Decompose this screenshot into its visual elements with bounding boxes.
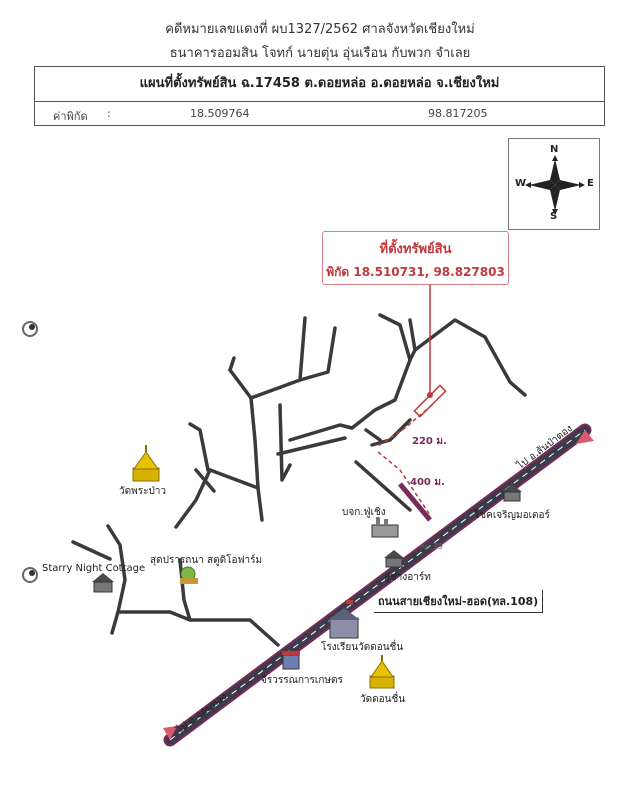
location-swirl-icon-lower bbox=[22, 567, 38, 583]
distance-label-220: 220 ม. bbox=[412, 436, 447, 447]
callout-title: ที่ตั้งทรัพย์สิน bbox=[379, 242, 452, 257]
callout-coords: พิกัด 18.510731, 98.827803 bbox=[326, 265, 505, 279]
info-box: แผนที่ตั้งทรัพย์สิน ฉ.17458 ต.ดอยหล่อ อ.… bbox=[34, 66, 605, 126]
case-header: คดีหมายเลขแดงที่ ผบ1327/2562 ศาลจังหวัดเ… bbox=[165, 22, 475, 37]
label-starry-night: Starry Night Cottage bbox=[42, 563, 146, 574]
label-school: โรงเรียนวัดดอนชื่น bbox=[321, 642, 404, 653]
location-swirl-icon-upper bbox=[22, 321, 38, 337]
label-wat-phra-pao: วัดพระป่าว bbox=[119, 486, 167, 497]
label-u-chang-art: อู่ช่างอาร์ท bbox=[384, 572, 431, 583]
label-chok-motor: โชคเจริญมอเตอร์ bbox=[474, 510, 550, 521]
compass-star-icon bbox=[525, 155, 585, 215]
property-plot bbox=[413, 384, 447, 418]
longitude-value: 98.817205 bbox=[428, 107, 488, 120]
latitude-value: 18.509764 bbox=[190, 107, 250, 120]
km-marker: กม.39 bbox=[420, 542, 443, 551]
temple-icon-wat-don-chuen bbox=[369, 655, 395, 689]
property-callout: ที่ตั้งทรัพย์สิน พิกัด 18.510731, 98.827… bbox=[322, 231, 509, 285]
access-path-upper bbox=[377, 404, 433, 447]
arrow-sw-icon bbox=[163, 726, 177, 740]
label-jiwa: จีรวรรณการเกษตร bbox=[261, 675, 343, 686]
highway-center-line bbox=[169, 429, 586, 741]
compass-rose: N S E W bbox=[508, 138, 600, 230]
label-wat-don-chuen: วัดดอนชื่น bbox=[360, 694, 406, 705]
highway-name-label: ถนนสายเชียงใหม่-ฮอด(ทล.108) bbox=[374, 590, 544, 613]
school-icon bbox=[328, 600, 360, 639]
factory-icon bbox=[371, 517, 399, 538]
shop-icon-jiwa bbox=[282, 651, 300, 670]
compass-west: W bbox=[515, 178, 527, 189]
coordinate-row: ค่าพิกัด : 18.509764 98.817205 bbox=[35, 101, 604, 126]
compass-east: E bbox=[587, 178, 594, 189]
farm-icon bbox=[180, 566, 198, 584]
coord-colon: : bbox=[107, 107, 111, 120]
map-title: แผนที่ตั้งทรัพย์สิน ฉ.17458 ต.ดอยหล่อ อ.… bbox=[35, 67, 604, 102]
parties-header: ธนาคารออมสิน โจทก์ นายตุ่น อุ่นเรือน กับ… bbox=[169, 46, 471, 61]
compass-north: N bbox=[550, 144, 559, 155]
access-path-lower bbox=[377, 451, 431, 516]
label-bok-phu-choeng: บจก.ฟู่เชิง bbox=[342, 507, 386, 518]
arrow-ne-icon bbox=[576, 430, 594, 444]
garage-icon-chok bbox=[502, 484, 522, 502]
compass-south: S bbox=[550, 211, 558, 222]
property-marker bbox=[427, 392, 433, 398]
temple-icon-wat-phra-pao bbox=[132, 445, 160, 482]
distance-label-400: 400 ม. bbox=[410, 477, 445, 488]
side-road-highlight bbox=[398, 482, 432, 522]
coord-label: ค่าพิกัด bbox=[53, 110, 88, 123]
label-suk-farm: สุดปรารถนา สตูดิโอฟาร์ม bbox=[150, 555, 263, 566]
cottage-icon bbox=[92, 573, 114, 593]
garage-icon-u-chang bbox=[384, 550, 404, 568]
